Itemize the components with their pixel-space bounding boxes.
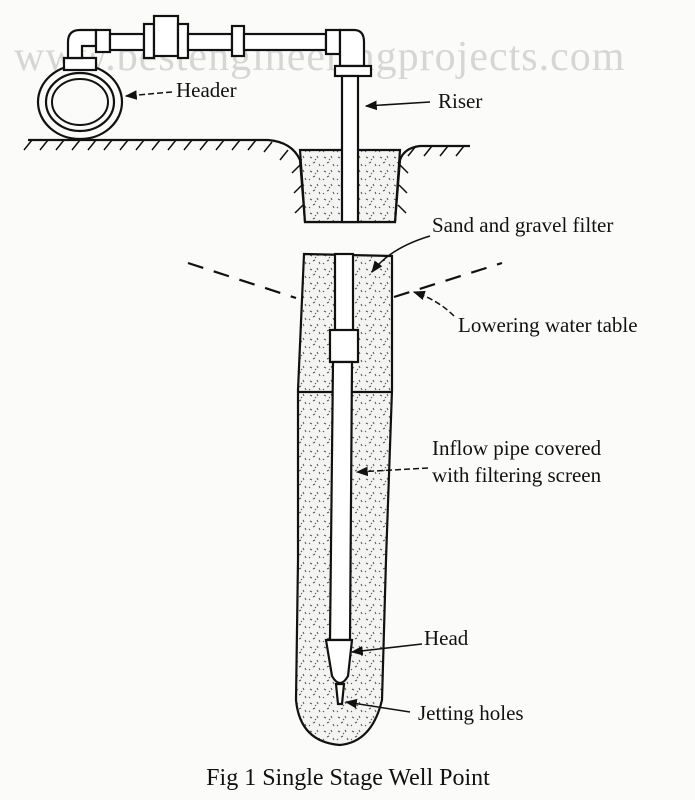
well-head xyxy=(324,638,354,685)
water-table-line-right xyxy=(393,261,503,299)
riser-pipe xyxy=(340,74,360,224)
jetting-tip xyxy=(334,682,346,706)
inflow-arrow xyxy=(355,466,429,477)
valve-body xyxy=(152,14,180,58)
label-riser: Riser xyxy=(438,89,482,113)
label-filter: Sand and gravel filter xyxy=(432,213,613,237)
label-water-table: Lowering water table xyxy=(458,313,638,337)
filter-arrow xyxy=(371,235,431,273)
header-arrow xyxy=(124,90,173,100)
jetting-arrow xyxy=(344,698,411,713)
label-jetting: Jetting holes xyxy=(418,701,524,725)
label-head: Head xyxy=(424,626,469,650)
label-header: Header xyxy=(176,78,237,102)
head-arrow xyxy=(350,643,423,656)
figure-caption: Fig 1 Single Stage Well Point xyxy=(206,765,490,791)
label-inflow-line1: Inflow pipe covered xyxy=(432,436,602,460)
pipe-coupling xyxy=(328,328,360,364)
water-table-arrow xyxy=(412,290,455,317)
riser-arrow xyxy=(364,100,431,111)
connector-pipe xyxy=(66,14,373,78)
upper-pipe xyxy=(333,252,355,334)
inflow-pipe xyxy=(328,360,354,642)
ground-surface xyxy=(23,138,470,224)
label-inflow-line2: with filtering screen xyxy=(432,463,602,487)
water-table-line-left xyxy=(187,261,297,300)
union-fitting xyxy=(230,24,246,58)
